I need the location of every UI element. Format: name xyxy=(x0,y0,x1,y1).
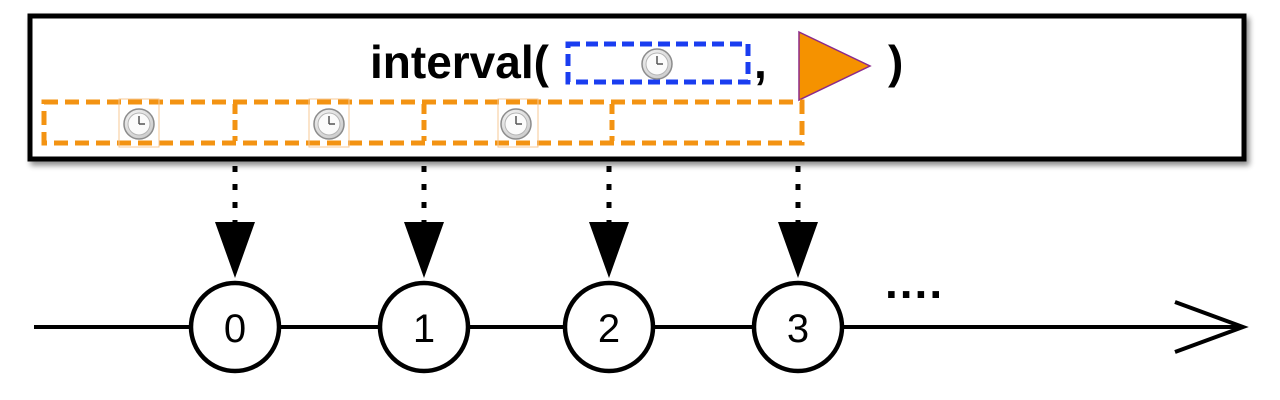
emission-marble: 2 xyxy=(562,280,656,374)
clock-icon xyxy=(500,108,532,140)
emission-marble: 3 xyxy=(751,280,845,374)
emission-marble: 0 xyxy=(188,280,282,374)
period-parameter xyxy=(565,41,751,85)
emission-value: 0 xyxy=(224,307,246,351)
operator-name: interval( xyxy=(370,36,550,88)
clock-icon xyxy=(313,108,345,140)
close-paren: ) xyxy=(888,36,903,88)
arrowhead-icon xyxy=(1174,300,1249,354)
emission-arrow xyxy=(404,166,444,278)
emission-value: 2 xyxy=(598,307,620,351)
clock-icon xyxy=(641,48,673,80)
operator-box xyxy=(27,13,1247,162)
emission-value: 3 xyxy=(787,307,809,351)
emission-arrow xyxy=(589,166,629,278)
continuation-dots: .... xyxy=(885,256,944,308)
clock-icon xyxy=(123,108,155,140)
parameter-separator: , xyxy=(754,36,767,88)
emission-arrow xyxy=(778,166,818,278)
emissions: 0 1 2 3 xyxy=(188,166,845,374)
emission-arrow xyxy=(215,166,255,278)
emission-marble: 1 xyxy=(377,280,471,374)
play-triangle-icon xyxy=(798,30,872,102)
timer-boxes xyxy=(41,98,805,148)
emission-value: 1 xyxy=(413,307,435,351)
